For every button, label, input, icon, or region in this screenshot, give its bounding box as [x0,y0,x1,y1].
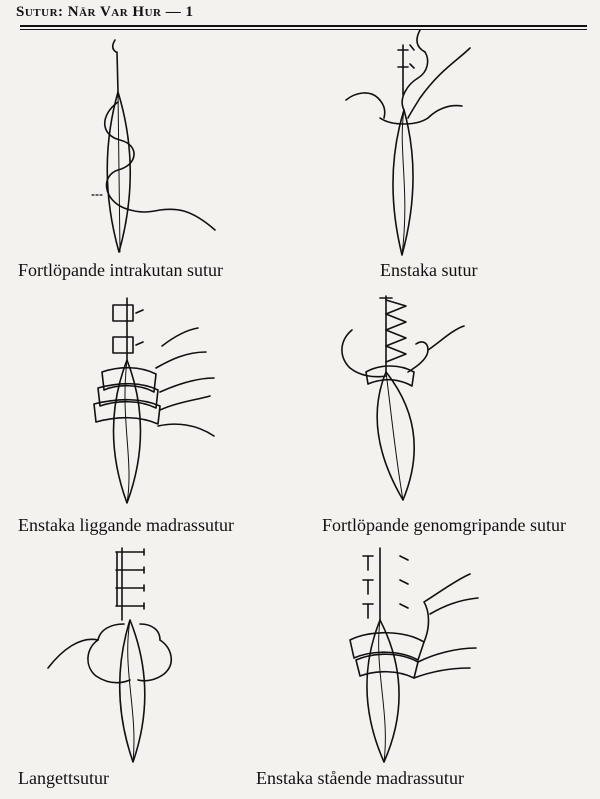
caption-figure-1: Fortlöpande intrakutan sutur [18,260,223,280]
figure-interrupted-vertical-mattress-suture [349,547,479,763]
page-header: Sutur: När Var Hur — 1 [16,4,194,20]
figure-interrupted-suture [345,29,471,256]
figure-blanket-stitch-suture [47,547,172,763]
header-rule-thin [20,29,587,30]
caption-figure-2: Enstaka sutur [380,260,478,280]
figure-continuous-intracutaneous-suture [91,39,216,253]
caption-figure-3: Enstaka liggande madrassutur [18,515,234,535]
header-rule-thick [20,25,587,27]
caption-figure-6: Enstaka stående madrassutur [256,768,464,788]
figure-continuous-through-and-through-suture [341,295,465,501]
figure-interrupted-horizontal-mattress-suture [93,297,215,504]
caption-figure-4: Fortlöpande genomgripande sutur [322,515,566,535]
caption-figure-5: Langettsutur [18,768,109,788]
